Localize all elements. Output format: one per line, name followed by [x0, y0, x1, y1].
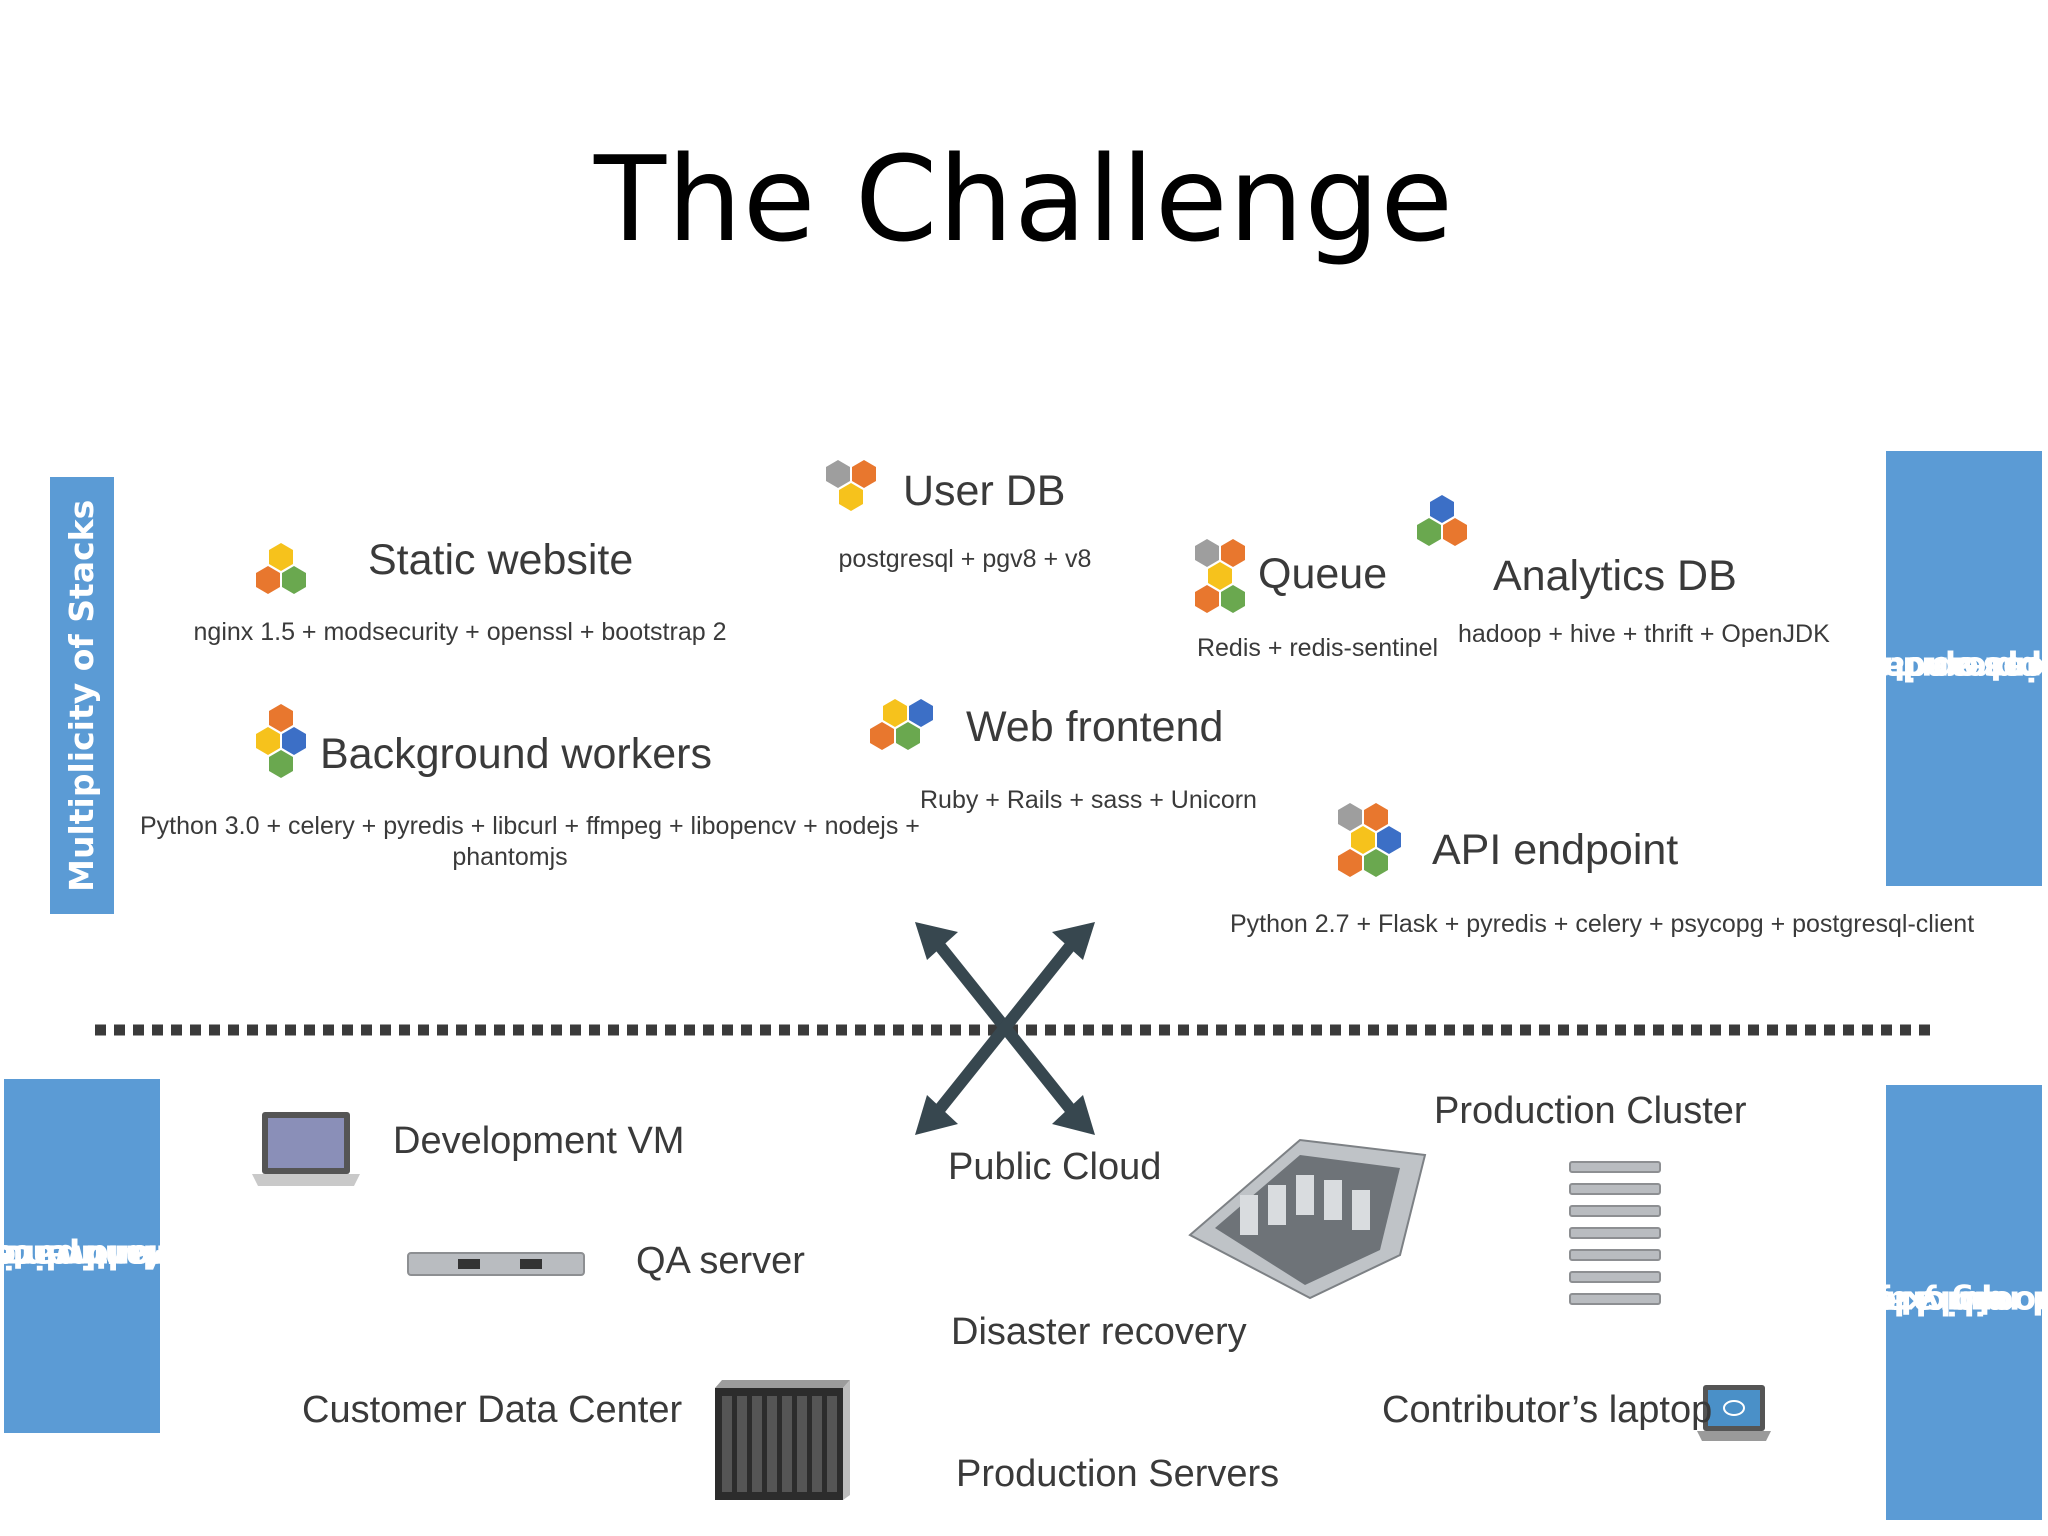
analytics-db-icon	[1417, 495, 1467, 546]
user-db-deps: postgresql + pgv8 + v8	[838, 545, 1092, 573]
queue-icon	[1195, 539, 1245, 613]
api-endpoint-icon	[1338, 803, 1401, 877]
contributor-laptop-icon	[1697, 1385, 1771, 1441]
services-interact-question: Do services and apps interact appropriat…	[1792, 451, 2048, 886]
laptop-icon	[252, 1112, 360, 1186]
static-website-deps: nginx 1.5 + modsecurity + openssl + boot…	[193, 618, 727, 646]
queue-deps: Redis + redis-sentinel	[1196, 634, 1439, 662]
development-vm-label: Development VM	[393, 1120, 685, 1162]
web-frontend-title: Web frontend	[966, 703, 1224, 751]
blade-chassis-icon	[715, 1380, 850, 1500]
background-workers-deps-line1: Python 3.0 + celery + pyredis + libcurl …	[140, 812, 920, 840]
crossed-arrows-icon	[915, 922, 1095, 1135]
multiplicity-of-hardware-label: Multiplicity of hardware environments	[0, 1079, 246, 1433]
user-db-icon	[826, 460, 876, 511]
disaster-recovery-label: Disaster recovery	[951, 1311, 1247, 1353]
background-workers-deps-line2: phantomjs	[452, 843, 568, 871]
multiplicity-of-stacks-label: Multiplicity of Stacks	[50, 477, 114, 914]
public-cloud-label: Public Cloud	[948, 1146, 1162, 1188]
background-workers-title: Background workers	[320, 730, 712, 778]
web-frontend-deps: Ruby + Rails + sass + Unicorn	[920, 786, 1257, 814]
qa-server-label: QA server	[636, 1240, 805, 1282]
api-endpoint-deps: Python 2.7 + Flask + pyredis + celery + …	[1230, 910, 1975, 938]
customer-data-center-label: Customer Data Center	[302, 1389, 683, 1431]
server-board-icon	[1188, 1138, 1427, 1300]
analytics-db-deps: hadoop + hive + thrift + OpenJDK	[1458, 620, 1830, 648]
migrate-question: Can I migrate smoothly and quickly?	[1838, 1085, 2048, 1520]
production-cluster-label: Production Cluster	[1434, 1090, 1747, 1132]
background-workers-icon	[256, 704, 306, 778]
analytics-db-title: Analytics DB	[1493, 552, 1737, 600]
api-endpoint-title: API endpoint	[1432, 826, 1679, 874]
contributors-laptop-label: Contributor’s laptop	[1382, 1389, 1713, 1431]
web-frontend-icon	[870, 699, 933, 750]
static-website-title: Static website	[368, 536, 634, 584]
rack-server-icon	[407, 1252, 585, 1276]
production-servers-label: Production Servers	[956, 1453, 1280, 1495]
queue-title: Queue	[1258, 550, 1388, 598]
static-website-icon	[256, 543, 306, 594]
slide-title: The Challenge	[594, 130, 1454, 268]
server-rack-stack-icon	[1569, 1161, 1661, 1305]
user-db-title: User DB	[903, 467, 1066, 515]
